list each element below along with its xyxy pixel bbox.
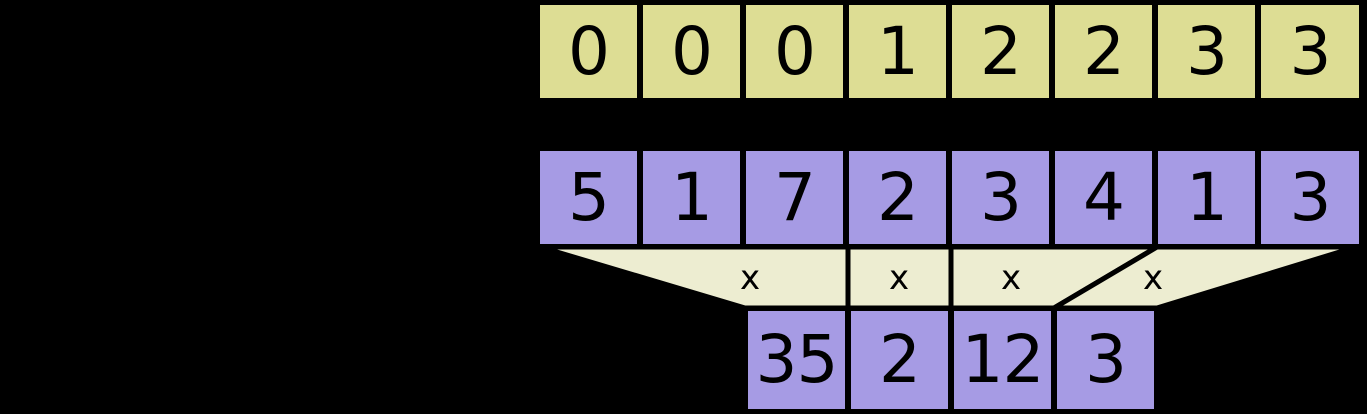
output-cell: 3 (1054, 308, 1157, 412)
funnel-segment-0 (539, 244, 851, 311)
operator-mark-3: x (1142, 258, 1164, 298)
value-cell: 5 (537, 148, 640, 247)
value-cell: 4 (1052, 148, 1155, 247)
key-cell: 2 (949, 2, 1052, 101)
value-cell: 2 (846, 148, 949, 247)
key-cell: 2 (1052, 2, 1155, 101)
value-cell: 1 (1155, 148, 1258, 247)
output-cell: 2 (848, 308, 951, 412)
value-cell: 1 (640, 148, 743, 247)
value-cell: 7 (743, 148, 846, 247)
operator-mark-2: x (1000, 258, 1022, 298)
value-cell: 3 (949, 148, 1052, 247)
output-cell: 35 (745, 308, 848, 412)
key-cell: 0 (537, 2, 640, 101)
key-cell: 1 (846, 2, 949, 101)
key-cell: 0 (743, 2, 846, 101)
key-cell: 3 (1258, 2, 1362, 101)
key-cell: 3 (1155, 2, 1258, 101)
operator-mark-0: x (739, 258, 761, 298)
output-cell: 12 (951, 308, 1054, 412)
key-cell: 0 (640, 2, 743, 101)
operator-mark-1: x (888, 258, 910, 298)
value-cell: 3 (1258, 148, 1362, 247)
funnel-segment-3 (1044, 244, 1357, 311)
